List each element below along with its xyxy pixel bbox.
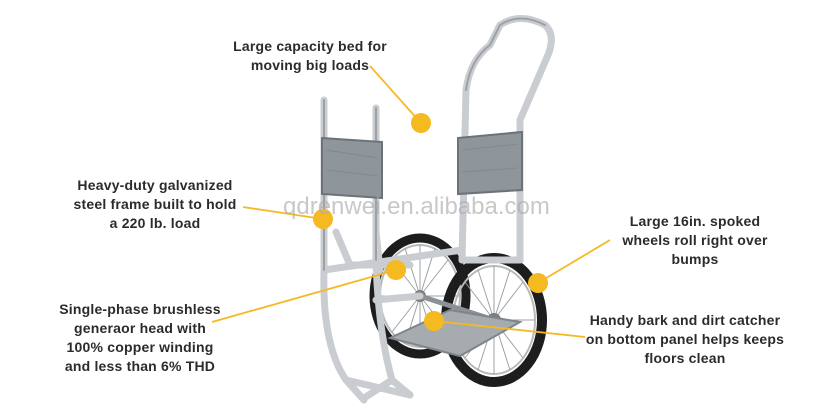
callout-catcher-text: Handy bark and dirt catcher on bottom pa… bbox=[585, 312, 785, 366]
callout-dot-generator bbox=[386, 260, 406, 280]
callout-leaders bbox=[211, 65, 611, 338]
watermark-text: qdrenwei.en.alibaba.com bbox=[283, 193, 550, 220]
callout-dot-frame bbox=[313, 209, 333, 229]
right-bed-panel bbox=[457, 130, 523, 196]
callout-dot-bed bbox=[411, 113, 431, 133]
callout-wheels-text: Large 16in. spoked wheels roll right ove… bbox=[622, 213, 768, 267]
callout-dot-catcher bbox=[424, 311, 444, 331]
callout-generator-text: Single-phase brushless generaor head wit… bbox=[59, 301, 221, 374]
callout-dot-wheels bbox=[528, 273, 548, 293]
callout-bed-text: Large capacity bed for moving big loads bbox=[233, 38, 387, 73]
callout-frame-text: Heavy-duty galvanized steel frame built … bbox=[73, 177, 237, 231]
left-bed-panel bbox=[321, 136, 383, 200]
